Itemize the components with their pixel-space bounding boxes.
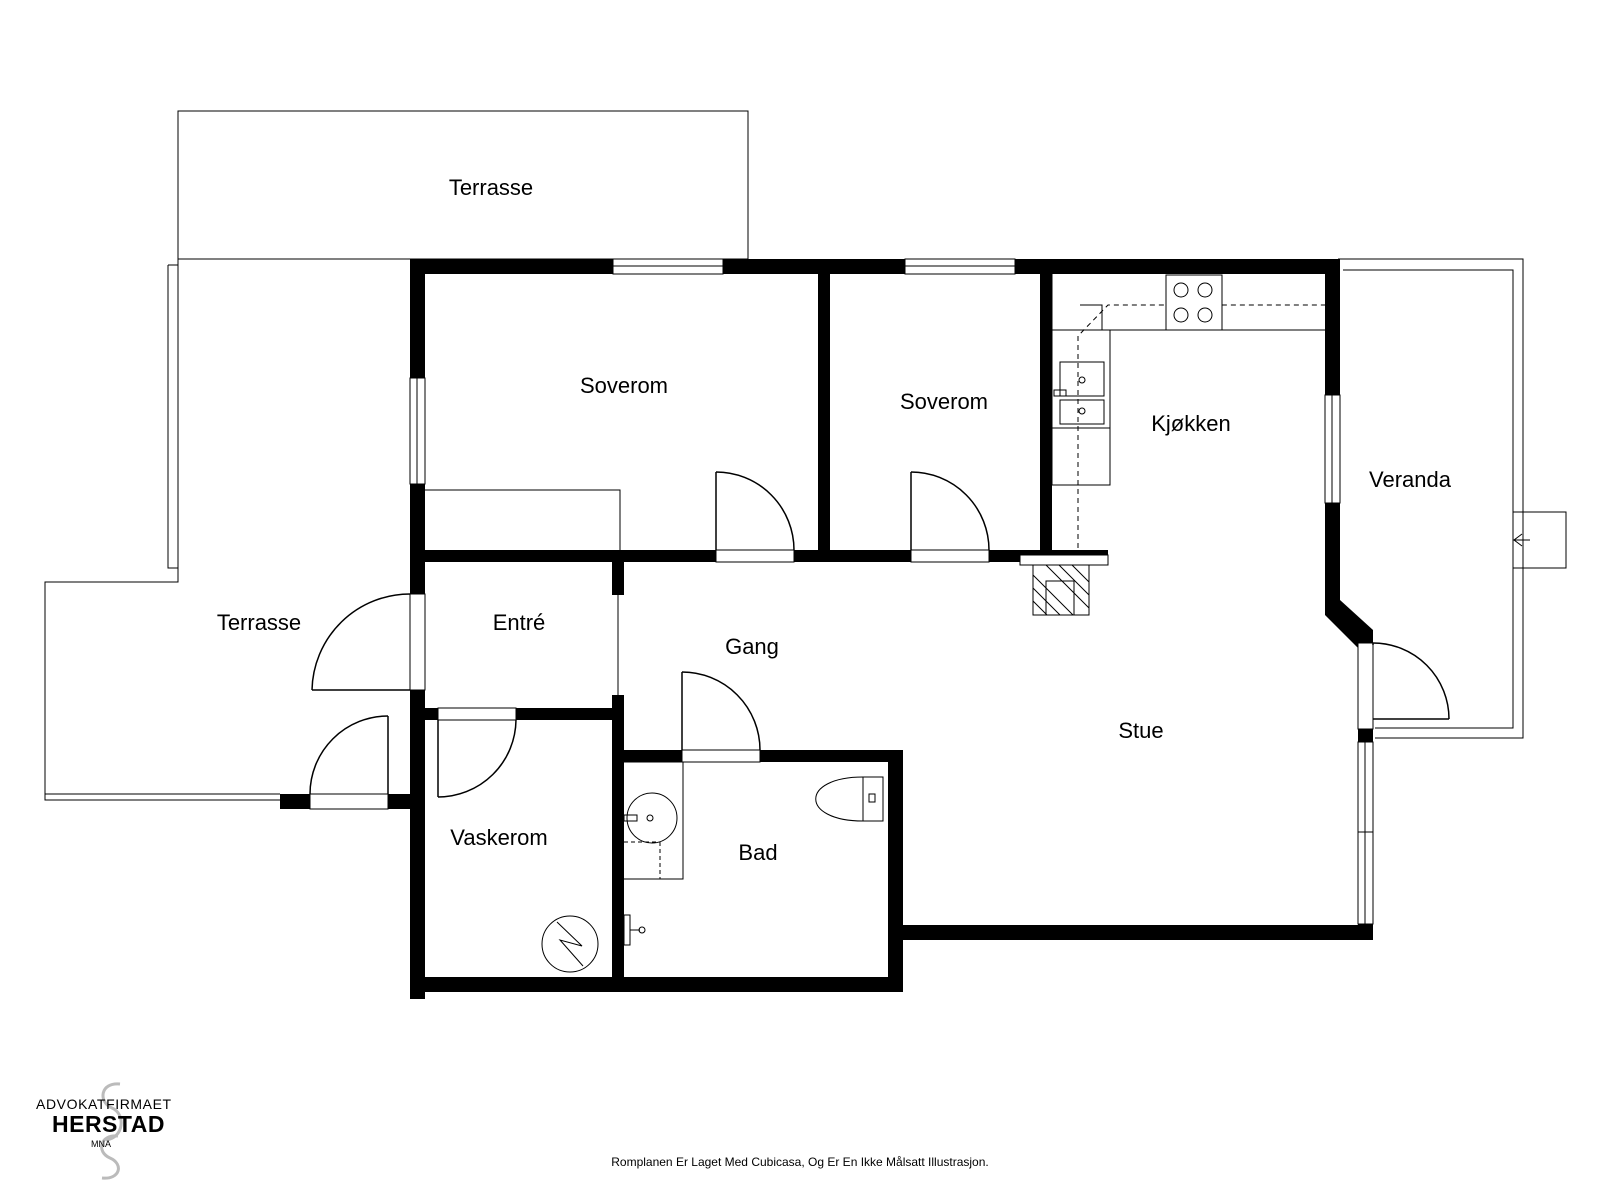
veranda-outline	[1338, 258, 1567, 739]
logo-line2: HERSTAD	[52, 1111, 165, 1137]
room-label-entre: Entré	[493, 610, 546, 635]
door-openings	[309, 549, 1374, 810]
logo-line1: ADVOKATFIRMAET	[36, 1096, 172, 1112]
footer-disclaimer: Romplanen Er Laget Med Cubicasa, Og Er E…	[611, 1155, 989, 1169]
room-label-bad: Bad	[738, 840, 777, 865]
room-label-vaskerom: Vaskerom	[450, 825, 547, 850]
door-swings	[309, 471, 1450, 798]
room-label-soverom-1: Soverom	[580, 373, 668, 398]
terrasse-left-outline	[44, 259, 280, 801]
company-logo: ADVOKATFIRMAET HERSTAD MNA	[30, 1080, 185, 1190]
logo-mark-icon	[100, 1082, 123, 1180]
room-label-terrasse-top: Terrasse	[449, 175, 533, 200]
logo-line3: MNA	[91, 1139, 111, 1149]
room-label-gang: Gang	[725, 634, 779, 659]
room-label-kjokken: Kjøkken	[1151, 411, 1230, 436]
room-label-stue: Stue	[1118, 718, 1163, 743]
walls	[280, 259, 1373, 999]
fixtures	[425, 274, 1325, 973]
windows	[409, 258, 1374, 925]
room-label-terrasse-left: Terrasse	[217, 610, 301, 635]
room-label-soverom-2: Soverom	[900, 389, 988, 414]
room-label-veranda: Veranda	[1369, 467, 1452, 492]
